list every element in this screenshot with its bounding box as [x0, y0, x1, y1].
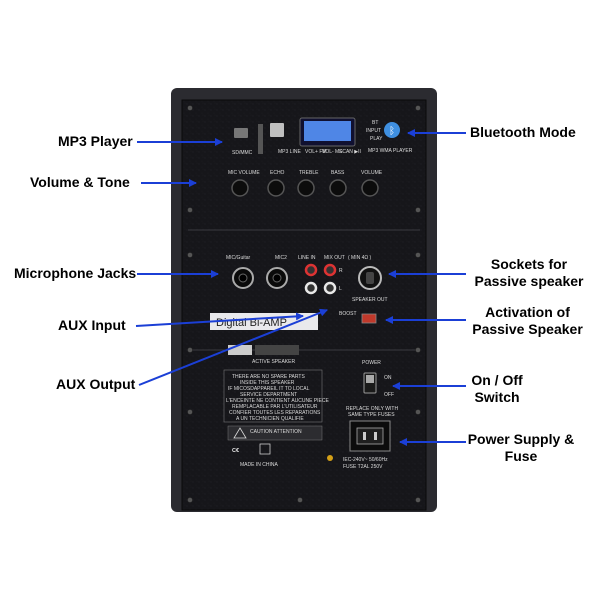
warning-line: CONFIER TOUTES LES REPARATIONS	[229, 410, 321, 416]
mp3-button-label: SCAN ▶II	[339, 149, 361, 155]
callout-activation-passive-speaker: Activation of Passive Speaker	[470, 304, 585, 338]
speaker-out-label: SPEAKER OUT	[352, 297, 388, 303]
brand-badge	[255, 345, 299, 355]
callout-sockets-passive-speaker: Sockets for Passive speaker	[474, 256, 584, 290]
fuse-indicator-icon	[327, 455, 333, 461]
power-inlet-socket	[356, 427, 384, 445]
speakon-inner	[366, 272, 374, 284]
warning-line: L'ENCEINTE NE CONTIENT AUCUNE PIECE	[226, 398, 329, 404]
knob-mic-volume[interactable]	[231, 179, 249, 197]
callout-line: Power Supply &	[467, 431, 575, 447]
usb-port-icon[interactable]	[270, 123, 284, 137]
mix-out-right-jack[interactable]	[323, 263, 337, 277]
callout-microphone-jacks: Microphone Jacks	[14, 265, 137, 281]
inlet-pin	[363, 432, 366, 440]
knob-bass[interactable]	[329, 179, 347, 197]
bluetooth-icon: ᛒ	[389, 126, 395, 137]
callout-bluetooth-mode: Bluetooth Mode	[470, 124, 576, 140]
knob-label: MIC VOLUME	[228, 170, 260, 176]
callout-line: Activation of	[485, 304, 570, 320]
fuse-note: SAME TYPE FUSES	[348, 412, 395, 418]
warning-line: A UN TECHNICIEN QUALIFIE	[236, 416, 304, 422]
callout-line: Sockets for	[490, 256, 568, 272]
knob-label: VOLUME	[361, 170, 383, 176]
line-in-right-jack[interactable]	[304, 263, 318, 277]
callout-on-off-switch: On / Off Switch	[462, 372, 532, 406]
caution-label	[227, 425, 323, 441]
passive-speaker-switch[interactable]	[361, 313, 377, 324]
callout-mp3-player: MP3 Player	[58, 133, 133, 149]
callout-line: Passive Speaker	[472, 321, 583, 337]
brand-sub-label: ACTIVE SPEAKER	[252, 359, 295, 365]
mp3-slot	[258, 124, 263, 154]
jack-label-mix-out: MIX OUT	[324, 255, 345, 261]
callout-line: Fuse	[504, 448, 538, 464]
callout-volume-tone: Volume & Tone	[30, 174, 130, 190]
power-switch-rocker	[366, 375, 374, 383]
inlet-pin	[374, 432, 377, 440]
warning-line: SERVICE DEPARTMENT	[240, 392, 297, 398]
channel-label-r: R	[339, 268, 343, 274]
channel-label-l: L	[339, 286, 342, 292]
line-in-left-jack[interactable]	[304, 281, 318, 295]
warning-line: INSIDE THIS SPEAKER	[240, 380, 295, 386]
knob-label: TREBLE	[299, 170, 319, 176]
callout-power-supply-fuse: Power Supply & Fuse	[462, 431, 580, 465]
callout-line: Passive speaker	[474, 273, 584, 289]
jack-label-line-in: LINE IN	[298, 255, 316, 261]
jack-label-mic-guitar: MIC/Guitar	[226, 255, 251, 261]
mode-label-input: INPUT	[366, 128, 381, 134]
mp3-button-label: VOL- ME	[322, 149, 343, 155]
lower-panel: ACTIVE SPEAKER THERE ARE NO SPARE PARTS …	[223, 345, 329, 468]
callout-aux-input: AUX Input	[58, 317, 126, 333]
mode-label-play: PLAY	[370, 136, 383, 142]
warning-triangle-icon	[233, 427, 247, 439]
on-label: ON	[384, 375, 392, 381]
made-in-label: MADE IN CHINA	[240, 462, 278, 468]
caution-text: CAUTION ATTENTION	[250, 429, 302, 435]
power-section: POWER ON OFF REPLACE ONLY WITH SAME TYPE…	[327, 360, 398, 470]
callout-arrows	[135, 129, 466, 446]
brand-logo	[228, 345, 252, 355]
fuse-note: REPLACE ONLY WITH	[346, 406, 398, 412]
sd-label: SD/MMC	[232, 150, 253, 156]
ce-mark: C€	[232, 448, 239, 454]
voltage-label: IEC-240V~ 50/60Hz	[343, 457, 388, 463]
warning-box	[223, 369, 323, 423]
mp3-button-label: MP3 LINE	[278, 149, 301, 155]
warning-line: THERE ARE NO SPARE PARTS	[232, 374, 305, 380]
boost-label: BOOST	[339, 311, 357, 317]
knob-treble[interactable]	[297, 179, 315, 197]
warning-line: IF MICOSDAPPAREIL IT TO LOCAL	[228, 386, 310, 392]
bluetooth-button[interactable]	[384, 122, 400, 138]
speaker-min-ohm-label: ( MIN 4Ω )	[348, 255, 372, 261]
sd-card-icon	[234, 128, 248, 138]
callout-line: On / Off	[471, 372, 523, 388]
arrow-aux-output	[138, 308, 328, 386]
callout-line: Switch	[474, 389, 520, 405]
knob-label: ECHO	[270, 170, 285, 176]
callout-aux-output: AUX Output	[56, 376, 136, 392]
panel-screws	[187, 105, 421, 503]
mp3-player: SD/MMC MP3 LINE VOL+ FM VOL- ME SCAN ▶II…	[232, 117, 413, 156]
mp3-label: MP3 WMA PLAYER	[368, 148, 413, 154]
knob-label: BASS	[331, 170, 345, 176]
mp3-lcd-screen	[304, 121, 351, 141]
knob-volume[interactable]	[361, 179, 379, 197]
knob-echo[interactable]	[267, 179, 285, 197]
bin-icon	[259, 443, 271, 455]
mp3-button-label: VOL+ FM	[305, 149, 327, 155]
jack-label-mic2: MIC2	[275, 255, 287, 261]
mix-out-left-jack[interactable]	[323, 281, 337, 295]
mode-label-bt: BT	[372, 120, 378, 126]
power-label: POWER	[362, 360, 381, 366]
arrow-aux-input	[135, 312, 304, 327]
volume-tone-knobs: MIC VOLUME ECHO TREBLE BASS VOLUME	[228, 170, 383, 197]
off-label: OFF	[384, 392, 394, 398]
fuse-label: FUSE T2AL 250V	[343, 464, 383, 470]
warning-line: REMPLACABLE PAR L'UTILISATEUR	[232, 404, 318, 410]
